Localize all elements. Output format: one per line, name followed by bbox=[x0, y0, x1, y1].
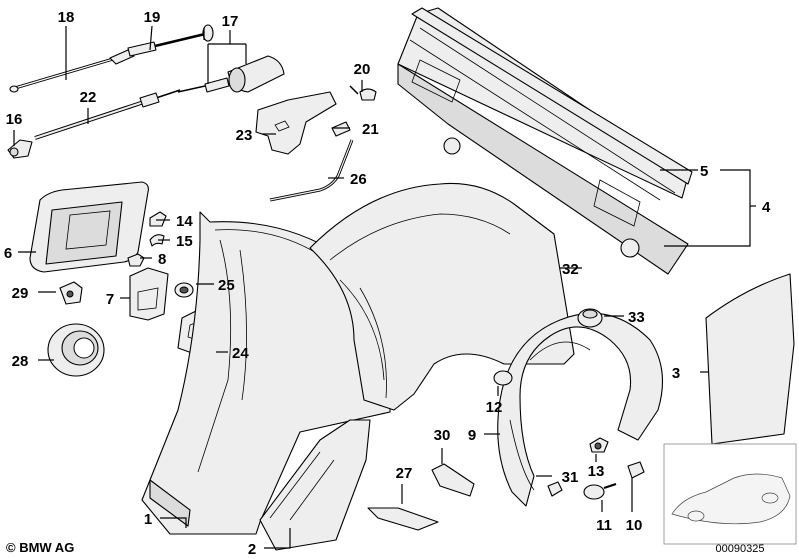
label-21: 21 bbox=[362, 121, 379, 138]
part-5-rear-panel bbox=[397, 7, 689, 275]
label-15: 15 bbox=[176, 233, 193, 250]
label-13: 13 bbox=[588, 463, 605, 480]
label-8: 8 bbox=[158, 251, 166, 268]
label-12: 12 bbox=[486, 399, 503, 416]
part-13-clip bbox=[589, 437, 609, 453]
label-31: 31 bbox=[562, 469, 579, 486]
part-6-flap-housing bbox=[29, 181, 149, 273]
leader-lines bbox=[13, 25, 756, 549]
part-15-clip bbox=[149, 234, 165, 247]
part-21-pin bbox=[331, 121, 351, 137]
label-27: 27 bbox=[396, 465, 413, 482]
label-26: 26 bbox=[350, 171, 367, 188]
part-11-screw bbox=[583, 483, 617, 500]
part-18-cable bbox=[9, 49, 135, 93]
part-8-latch bbox=[127, 253, 145, 267]
label-32: 32 bbox=[562, 261, 579, 278]
label-19: 19 bbox=[144, 9, 161, 26]
label-10: 10 bbox=[626, 517, 643, 534]
part-31-rivet bbox=[547, 481, 563, 497]
part-29-bumper bbox=[59, 281, 83, 305]
label-1: 1 bbox=[144, 511, 152, 528]
part-23-bracket bbox=[255, 91, 337, 155]
part-27-sill-trim bbox=[367, 507, 439, 531]
label-17: 17 bbox=[222, 13, 239, 30]
label-5: 5 bbox=[700, 163, 708, 180]
label-11: 11 bbox=[596, 517, 612, 534]
label-33: 33 bbox=[628, 309, 645, 326]
label-23: 23 bbox=[236, 127, 253, 144]
part-10-nut bbox=[627, 461, 645, 479]
part-33-grommet bbox=[577, 308, 603, 328]
part-28-grommet bbox=[47, 323, 105, 377]
label-2: 2 bbox=[248, 541, 256, 558]
part-17-actuator bbox=[177, 55, 285, 93]
part-32-side-panel bbox=[309, 182, 575, 411]
part-26-rod bbox=[269, 139, 354, 202]
part-7-bracket bbox=[129, 267, 169, 321]
label-22: 22 bbox=[80, 89, 97, 106]
label-28: 28 bbox=[12, 353, 29, 370]
part-3-panel bbox=[705, 273, 795, 445]
label-29: 29 bbox=[12, 285, 29, 302]
label-14: 14 bbox=[176, 213, 193, 230]
label-16: 16 bbox=[6, 111, 23, 128]
label-6: 6 bbox=[4, 245, 12, 262]
part-25-grommet bbox=[174, 282, 194, 298]
part-14-stop bbox=[149, 211, 167, 227]
part-22-cable bbox=[34, 89, 181, 140]
part-16-clip bbox=[7, 139, 33, 159]
part-12-grommet bbox=[493, 370, 513, 386]
part-4-panel-upper bbox=[411, 7, 693, 185]
label-25: 25 bbox=[218, 277, 235, 294]
part-30-bracket bbox=[431, 463, 475, 497]
label-30: 30 bbox=[434, 427, 451, 444]
car-thumbnail bbox=[663, 443, 797, 545]
label-24: 24 bbox=[232, 345, 249, 362]
part-20-clip bbox=[349, 85, 377, 101]
label-4: 4 bbox=[762, 199, 771, 216]
label-3: 3 bbox=[672, 365, 680, 382]
part-labels: 18 19 17 20 22 16 21 23 26 5 4 14 15 6 8… bbox=[4, 9, 771, 558]
label-7: 7 bbox=[106, 291, 114, 308]
image-number: 00090325 bbox=[716, 543, 765, 555]
copyright: © BMW AG bbox=[6, 540, 74, 555]
label-9: 9 bbox=[468, 427, 476, 444]
part-19-cable bbox=[127, 24, 214, 57]
label-20: 20 bbox=[354, 61, 371, 78]
label-18: 18 bbox=[58, 9, 75, 26]
